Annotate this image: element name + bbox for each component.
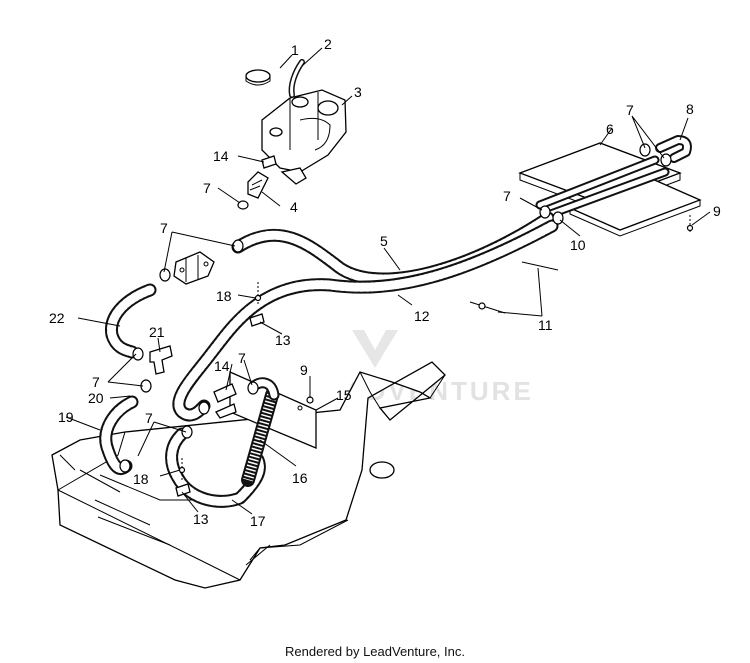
callout-1: 1 [291,42,299,58]
parts-diagram: ADVENTURE [49,36,721,589]
callout-16: 16 [292,470,308,486]
callout-2: 2 [324,36,332,52]
hose-holders [175,313,265,497]
callout-17: 17 [250,513,266,529]
callout-13: 13 [193,511,209,527]
fitting-14-top [261,155,277,169]
callout-7: 7 [203,180,211,196]
callout-7: 7 [145,410,153,426]
callout-14: 14 [213,148,229,164]
callout-10: 10 [570,237,586,253]
hose-clamps [119,143,672,473]
leader-lines [65,47,711,515]
callout-12: 12 [414,308,430,324]
short-hose-4 [247,171,269,199]
callout-13: 13 [275,332,291,348]
callout-15: 15 [336,387,352,403]
render-credit: Rendered by LeadVenture, Inc. [285,644,465,659]
callout-labels: 1 2 3 14 7 4 7 6 7 8 7 10 9 5 12 11 18 1… [49,36,721,529]
cable-ties [469,261,559,314]
callout-4: 4 [290,199,298,215]
fitting-14-lower [213,383,237,419]
reservoir-cap [245,69,271,86]
thermostat-housing [173,251,215,285]
hose-17 [165,427,266,508]
callout-6: 6 [606,121,614,137]
callout-19: 19 [58,409,74,425]
u-tube [655,135,692,163]
callout-14: 14 [214,358,230,374]
callout-21: 21 [149,324,165,340]
callout-9: 9 [713,203,721,219]
callout-22: 22 [49,310,65,326]
vent-tube [288,59,305,98]
callout-7: 7 [626,102,634,118]
callout-7: 7 [503,188,511,204]
callout-20: 20 [88,390,104,406]
callout-3: 3 [354,84,362,100]
tee-fitting [149,345,173,375]
exchanger-tubes [535,155,670,220]
callout-7: 7 [92,374,100,390]
callout-11: 11 [538,317,553,333]
callout-9: 9 [300,362,308,378]
hose-22 [105,283,157,359]
callout-5: 5 [380,233,388,249]
heat-exchanger [518,142,702,237]
callout-18: 18 [133,471,149,487]
callout-18: 18 [216,288,232,304]
callout-8: 8 [686,101,694,117]
hose-12 [172,219,559,422]
coolant-reservoir [261,89,347,185]
callout-7: 7 [160,220,168,236]
callout-7: 7 [238,350,246,366]
